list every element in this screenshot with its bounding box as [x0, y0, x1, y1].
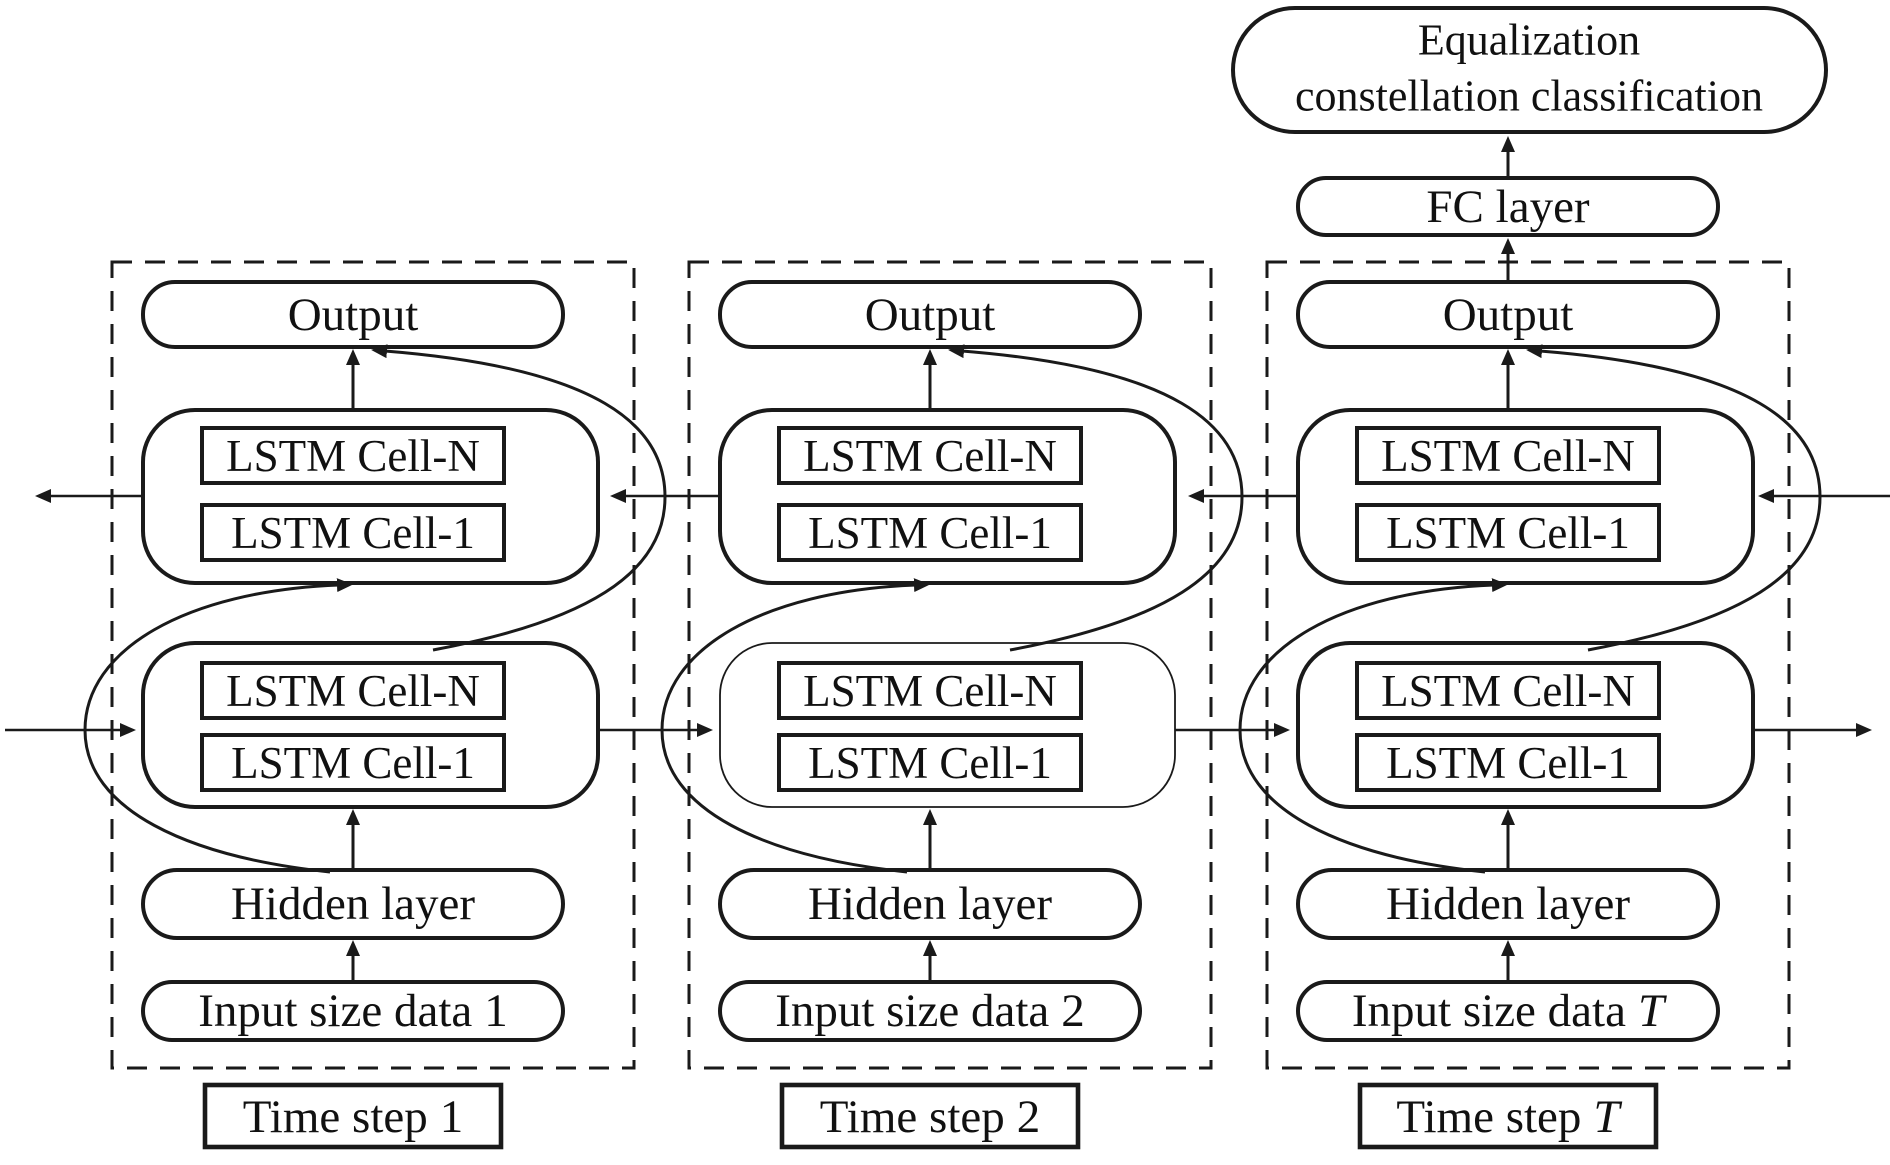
forward-lstm-cell-1-2 — [777, 733, 1083, 792]
classifier-stack: Equalization constellation classificatio… — [1231, 6, 1828, 282]
hidden-layer-label-3: Hidden layer — [1386, 878, 1630, 930]
timestep-column-2: Output LSTM Cell-N LSTM Cell-1 LSTM Cell… — [660, 260, 1244, 1150]
forward-cell-n-label-3: LSTM Cell-N — [1381, 666, 1635, 716]
time-step-label-box-2 — [779, 1082, 1081, 1150]
backward-cell-n-label-1: LSTM Cell-N — [226, 431, 480, 481]
backward-cell-1-label-1: LSTM Cell-1 — [231, 508, 475, 558]
forward-lstm-cell-n-2 — [777, 661, 1083, 720]
backward-lstm-cell-1-1 — [200, 503, 506, 562]
classifier-box — [1231, 6, 1828, 134]
backward-cell-1-label-2: LSTM Cell-1 — [808, 508, 1052, 558]
hidden-to-backward-curve-1 — [83, 578, 353, 874]
hidden-layer-label-2: Hidden layer — [808, 878, 1052, 930]
output-box-3 — [1296, 280, 1720, 349]
forward-cell-1-label-3: LSTM Cell-1 — [1386, 738, 1630, 788]
backward-lstm-cell-n-3 — [1355, 426, 1661, 485]
forward-lstm-block-2 — [719, 642, 1176, 808]
backward-lstm-cell-n-2 — [777, 426, 1083, 485]
forward-lstm-cell-1-3 — [1355, 733, 1661, 792]
output-label-2: Output — [865, 289, 996, 341]
output-box-1 — [141, 280, 565, 349]
classifier-label-line2: constellation classification — [1295, 72, 1763, 121]
backward-lstm-cell-n-1 — [200, 426, 506, 485]
forward-to-output-curve-2 — [948, 344, 1244, 652]
backward-lstm-block-2 — [718, 408, 1177, 585]
hidden-to-backward-curve-3 — [1238, 578, 1508, 874]
output-box-2 — [718, 280, 1142, 349]
classifier-label-line1: Equalization — [1418, 16, 1640, 65]
backward-lstm-block-3 — [1296, 408, 1755, 585]
forward-lstm-cell-n-3 — [1355, 661, 1661, 720]
backward-lstm-block-1 — [141, 408, 600, 585]
forward-lstm-block-3 — [1296, 641, 1755, 809]
time-step-label-box-3 — [1357, 1082, 1659, 1150]
timestep-column-1: Output LSTM Cell-N LSTM Cell-1 LSTM Cell… — [83, 260, 667, 1150]
forward-to-output-curve-1 — [371, 344, 667, 652]
output-label-3: Output — [1443, 289, 1574, 341]
hidden-layer-label-1: Hidden layer — [231, 878, 475, 930]
backward-cell-n-label-2: LSTM Cell-N — [803, 431, 1057, 481]
state-chains — [5, 489, 1890, 737]
time-step-label-box-1 — [202, 1082, 504, 1150]
hidden-to-backward-curve-2 — [660, 578, 930, 874]
fc-layer-label: FC layer — [1426, 181, 1590, 233]
forward-to-output-curve-3 — [1526, 344, 1822, 652]
forward-lstm-block-1 — [141, 641, 600, 809]
forward-cell-1-label-2: LSTM Cell-1 — [808, 738, 1052, 788]
forward-lstm-cell-n-1 — [200, 661, 506, 720]
backward-cell-1-label-3: LSTM Cell-1 — [1386, 508, 1630, 558]
timestep-column-3: Output LSTM Cell-N LSTM Cell-1 LSTM Cell… — [1238, 260, 1822, 1150]
backward-lstm-cell-1-3 — [1355, 503, 1661, 562]
forward-lstm-cell-1-1 — [200, 733, 506, 792]
forward-cell-1-label-1: LSTM Cell-1 — [231, 738, 475, 788]
backward-cell-n-label-3: LSTM Cell-N — [1381, 431, 1635, 481]
forward-cell-n-label-2: LSTM Cell-N — [803, 666, 1057, 716]
output-label-1: Output — [288, 289, 419, 341]
forward-cell-n-label-1: LSTM Cell-N — [226, 666, 480, 716]
backward-lstm-cell-1-2 — [777, 503, 1083, 562]
